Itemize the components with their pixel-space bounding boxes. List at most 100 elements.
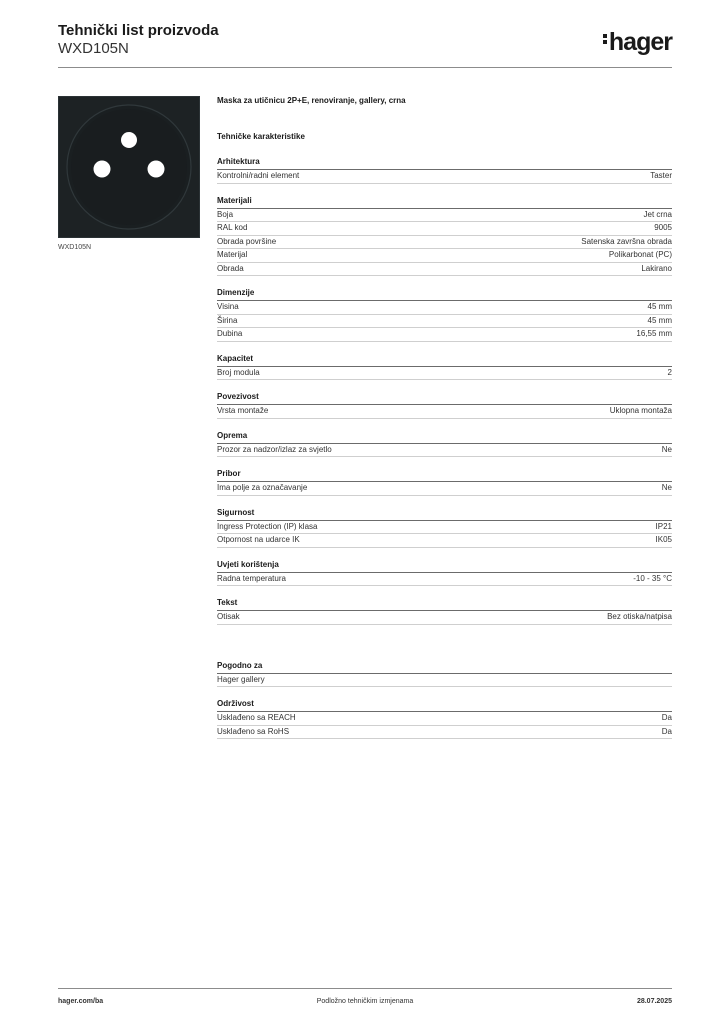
spec-value: Da [661, 726, 672, 736]
page-header: Tehnički list proizvoda WXD105N hager [58, 22, 673, 58]
logo-dots-icon [602, 32, 607, 46]
spec-label: Visina [217, 302, 239, 311]
spec-value: IK05 [655, 535, 672, 544]
spec-label: Prozor za nadzor/izlaz za svjetlo [217, 444, 332, 454]
spec-group-title: Pribor [217, 468, 672, 482]
footer-divider [58, 988, 672, 989]
spec-value: Ne [661, 483, 672, 492]
image-caption: WXD105N [58, 244, 92, 251]
spec-label: Boja [217, 209, 234, 219]
spec-group-title: Uvjeti korištenja [217, 559, 672, 573]
spec-value: 45 mm [647, 315, 672, 325]
socket-cover-icon [58, 96, 200, 238]
spec-group-title: Održivost [217, 698, 672, 712]
spec-group-title: Sigurnost [217, 507, 672, 521]
spec-label: Materijal [217, 250, 248, 259]
spec-value: 45 mm [647, 302, 672, 311]
spec-label: Usklađeno sa RoHS [217, 726, 290, 736]
spec-row: Radna temperatura-10 - 35 °C [217, 573, 672, 586]
spec-row: Materijal Polikarbonat (PC) [217, 249, 672, 263]
spec-row: Usklađeno sa RoHS Da [217, 726, 672, 739]
spec-row: Dubina 16,55 mm [217, 328, 672, 342]
tech-characteristics-heading: Tehničke karakteristike [217, 132, 305, 141]
spec-label: Širina [217, 315, 238, 325]
spec-value: Satenska završna obrada [581, 236, 672, 246]
spec-value: 16,55 mm [636, 329, 672, 338]
spec-value: Bez otiska/natpisa [607, 612, 672, 621]
spec-label: Ingress Protection (IP) klasa [217, 521, 318, 531]
spec-row: Boja Jet crna [217, 209, 672, 222]
spec-value: Uklopna montaža [609, 406, 672, 415]
spec-row: Obrada Lakirano [217, 263, 672, 276]
spec-value: Taster [650, 171, 672, 180]
spec-group-title: Tekst [217, 597, 672, 611]
spec-value: Polikarbonat (PC) [608, 250, 672, 259]
spec-row: Otpornost na udarce IK IK05 [217, 534, 672, 548]
spec-label: Obrada [217, 263, 244, 273]
logo-text: hager [608, 28, 673, 56]
spec-label: RAL kod [217, 223, 248, 232]
spec-value: IP21 [655, 521, 672, 531]
spec-row: Otisak Bez otiska/natpisa [217, 611, 672, 625]
spec-row: RAL kod 9005 [217, 222, 672, 236]
spec-row: Ingress Protection (IP) klasa IP21 [217, 521, 672, 534]
spec-value: Jet crna [643, 209, 672, 219]
header-divider [58, 67, 672, 68]
spec-label: Vrsta montaže [217, 406, 269, 415]
spec-row: Ima polje za označavanje Ne [217, 482, 672, 496]
spec-label: Radna temperatura [217, 573, 286, 583]
spec-label: Dubina [217, 329, 243, 338]
spec-row: Obrada površine Satenska završna obrada [217, 236, 672, 249]
spec-value: Lakirano [641, 263, 672, 273]
page-title: Tehnički list proizvoda [58, 22, 219, 39]
spec-group-title: Povezivost [217, 391, 672, 405]
spec-row: Hager gallery [217, 674, 672, 687]
spec-label: Otpornost na udarce IK [217, 535, 300, 544]
spec-row: Širina 45 mm [217, 315, 672, 328]
spec-value: Da [661, 713, 672, 722]
spec-label: Broj modula [217, 367, 260, 377]
spec-group-title: Kapacitet [217, 353, 672, 367]
spec-label: Kontrolni/radni element [217, 171, 300, 180]
spec-value: Ne [661, 444, 672, 454]
footer-website[interactable]: hager.com/ba [58, 998, 104, 1005]
spec-label: Otisak [217, 612, 240, 621]
spec-group-title: Dimenzije [217, 287, 672, 301]
spec-value: 2 [667, 367, 672, 377]
footer-date: 28.07.2025 [636, 998, 672, 1005]
spec-label: Ima polje za označavanje [217, 483, 308, 492]
spec-label: Hager gallery [217, 674, 265, 684]
spec-sheet: Maska za utičnicu 2P+E, renoviranje, gal… [217, 96, 672, 750]
product-code: WXD105N [58, 40, 129, 57]
spec-row: Prozor za nadzor/izlaz za svjetlo Ne [217, 444, 672, 457]
product-image [58, 96, 200, 238]
spec-label: Usklađeno sa REACH [217, 713, 296, 722]
spacer [217, 636, 672, 660]
spec-row: Visina 45 mm [217, 301, 672, 315]
spec-label: Obrada površine [217, 236, 277, 246]
product-description: Maska za utičnicu 2P+E, renoviranje, gal… [217, 96, 406, 105]
spec-group-title: Materijali [217, 195, 672, 209]
hager-logo: hager [602, 28, 673, 57]
spec-group-title: Oprema [217, 430, 672, 444]
spec-group-title: Arhitektura [217, 156, 672, 170]
spec-row: Broj modula 2 [217, 367, 672, 380]
spec-value: 9005 [654, 223, 672, 232]
footer-notice: Podložno tehničkim izmjenama [316, 998, 414, 1005]
spec-row: Usklađeno sa REACH Da [217, 712, 672, 726]
spec-row: Kontrolni/radni element Taster [217, 170, 672, 184]
spec-row: Vrsta montaže Uklopna montaža [217, 405, 672, 419]
